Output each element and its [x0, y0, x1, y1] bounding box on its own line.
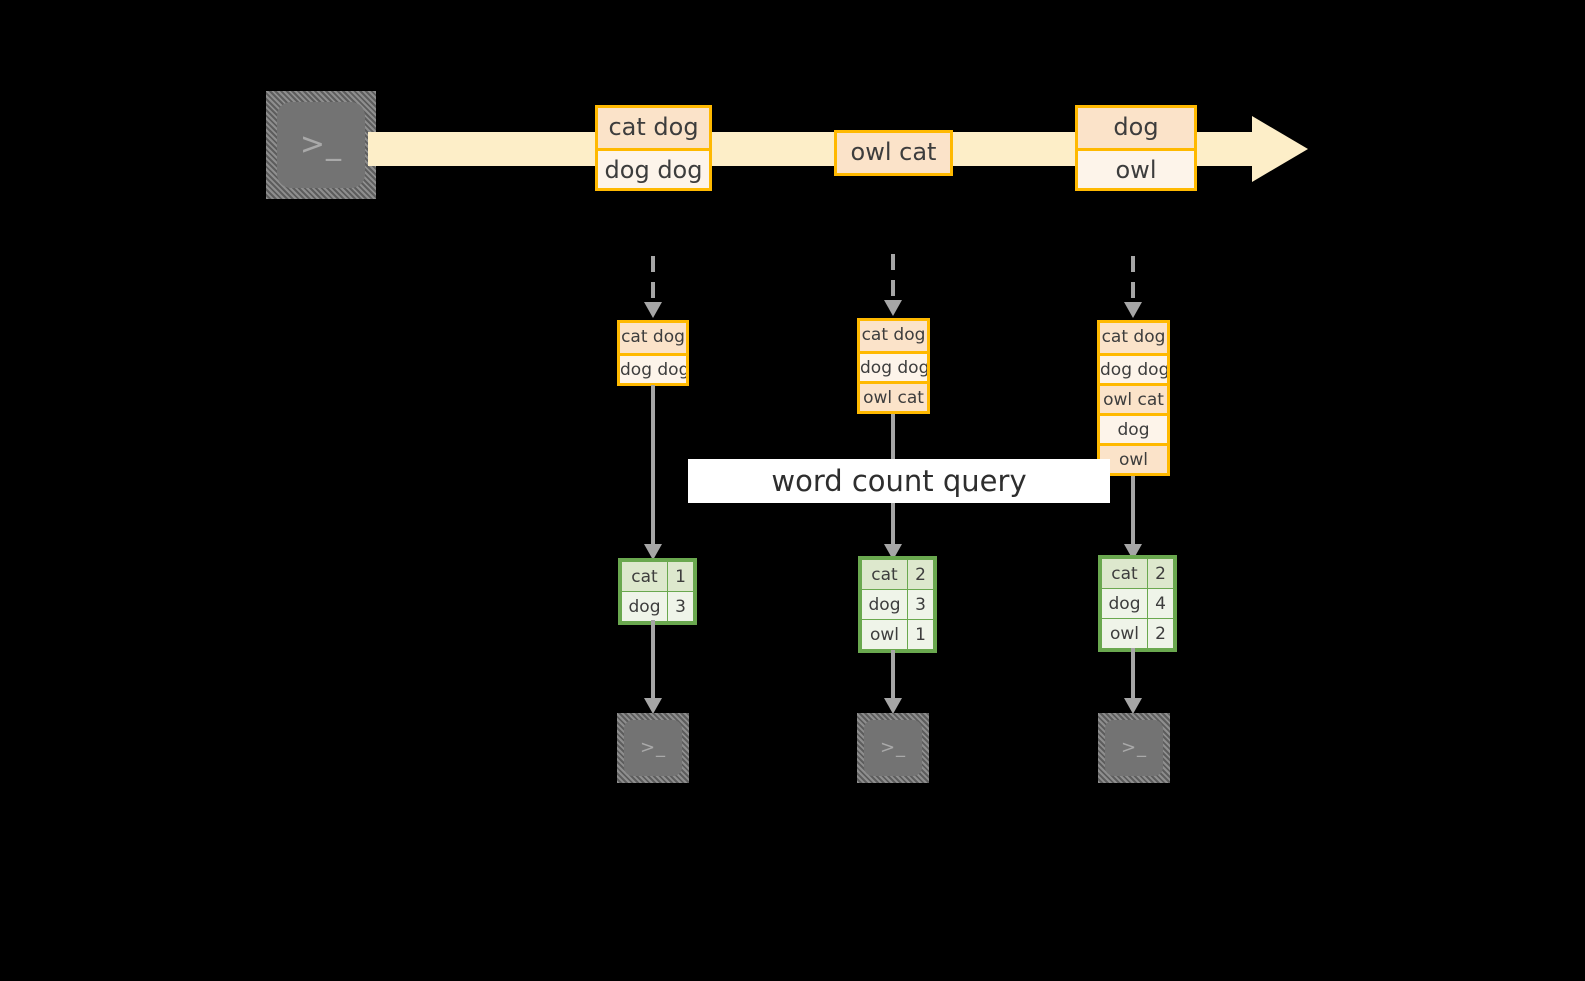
accumulated-line: owl cat — [1100, 383, 1167, 413]
stream-batch-line: cat dog — [598, 108, 709, 148]
accumulated-line: dog dog — [1100, 353, 1167, 383]
table-row: cat 2 — [861, 559, 934, 590]
stream-batch-2: owl cat — [834, 130, 953, 176]
source-terminal-icon: >_ — [266, 91, 376, 199]
terminal-screen: >_ — [864, 720, 922, 776]
trigger-3-sink-terminal-icon: >_ — [1098, 713, 1170, 783]
result-word: cat — [861, 559, 908, 590]
result-count: 2 — [907, 559, 934, 590]
trigger-2-sink-terminal-icon: >_ — [857, 713, 929, 783]
accumulated-line: dog dog — [620, 353, 686, 383]
trigger-3-accumulated-input: cat dog dog dog owl cat dog owl — [1097, 320, 1170, 476]
accumulated-line: cat dog — [1100, 323, 1167, 353]
stream-batch-line: dog dog — [598, 148, 709, 188]
terminal-screen: >_ — [624, 720, 682, 776]
stream-batch-3: dog owl — [1075, 105, 1197, 191]
table-row: cat 1 — [621, 561, 694, 592]
table-row: dog 3 — [621, 591, 694, 622]
terminal-prompt-glyph: >_ — [1120, 737, 1148, 758]
result-word: dog — [861, 589, 908, 620]
result-word: dog — [1101, 588, 1148, 619]
accumulated-line: cat dog — [620, 323, 686, 353]
table-row: dog 3 — [861, 589, 934, 620]
query-label: word count query — [771, 464, 1027, 498]
stream-batch-1: cat dog dog dog — [595, 105, 712, 191]
table-row: cat 2 — [1101, 558, 1174, 589]
accumulated-line: cat dog — [860, 321, 927, 351]
result-word: owl — [1101, 618, 1148, 649]
result-count: 4 — [1147, 588, 1174, 619]
trigger-1-sink-terminal-icon: >_ — [617, 713, 689, 783]
accumulated-line: dog — [1100, 413, 1167, 443]
trigger-1-accumulated-input: cat dog dog dog — [617, 320, 689, 386]
table-row: owl 1 — [861, 619, 934, 650]
result-count: 1 — [667, 561, 694, 592]
terminal-screen: >_ — [1105, 720, 1163, 776]
trigger-2-result-table: cat 2 dog 3 owl 1 — [858, 556, 937, 653]
stream-batch-line: dog — [1078, 108, 1194, 148]
terminal-screen: >_ — [277, 102, 365, 188]
accumulated-line: owl — [1100, 443, 1167, 473]
result-count: 3 — [667, 591, 694, 622]
trigger-2-accumulated-input: cat dog dog dog owl cat — [857, 318, 930, 414]
result-count: 1 — [907, 619, 934, 650]
trigger-1-result-table: cat 1 dog 3 — [618, 558, 697, 625]
result-word: cat — [621, 561, 668, 592]
query-label-banner: word count query — [688, 459, 1110, 503]
accumulated-line: dog dog — [860, 351, 927, 381]
terminal-prompt-glyph: >_ — [299, 127, 343, 162]
result-word: dog — [621, 591, 668, 622]
terminal-prompt-glyph: >_ — [879, 737, 907, 758]
result-count: 3 — [907, 589, 934, 620]
terminal-prompt-glyph: >_ — [639, 737, 667, 758]
result-count: 2 — [1147, 558, 1174, 589]
stream-batch-line: owl cat — [837, 133, 950, 173]
trigger-3-result-table: cat 2 dog 4 owl 2 — [1098, 555, 1177, 652]
accumulated-line: owl cat — [860, 381, 927, 411]
input-stream-arrowhead — [1252, 116, 1308, 182]
table-row: dog 4 — [1101, 588, 1174, 619]
result-word: owl — [861, 619, 908, 650]
result-count: 2 — [1147, 618, 1174, 649]
stream-batch-line: owl — [1078, 148, 1194, 188]
result-word: cat — [1101, 558, 1148, 589]
table-row: owl 2 — [1101, 618, 1174, 649]
